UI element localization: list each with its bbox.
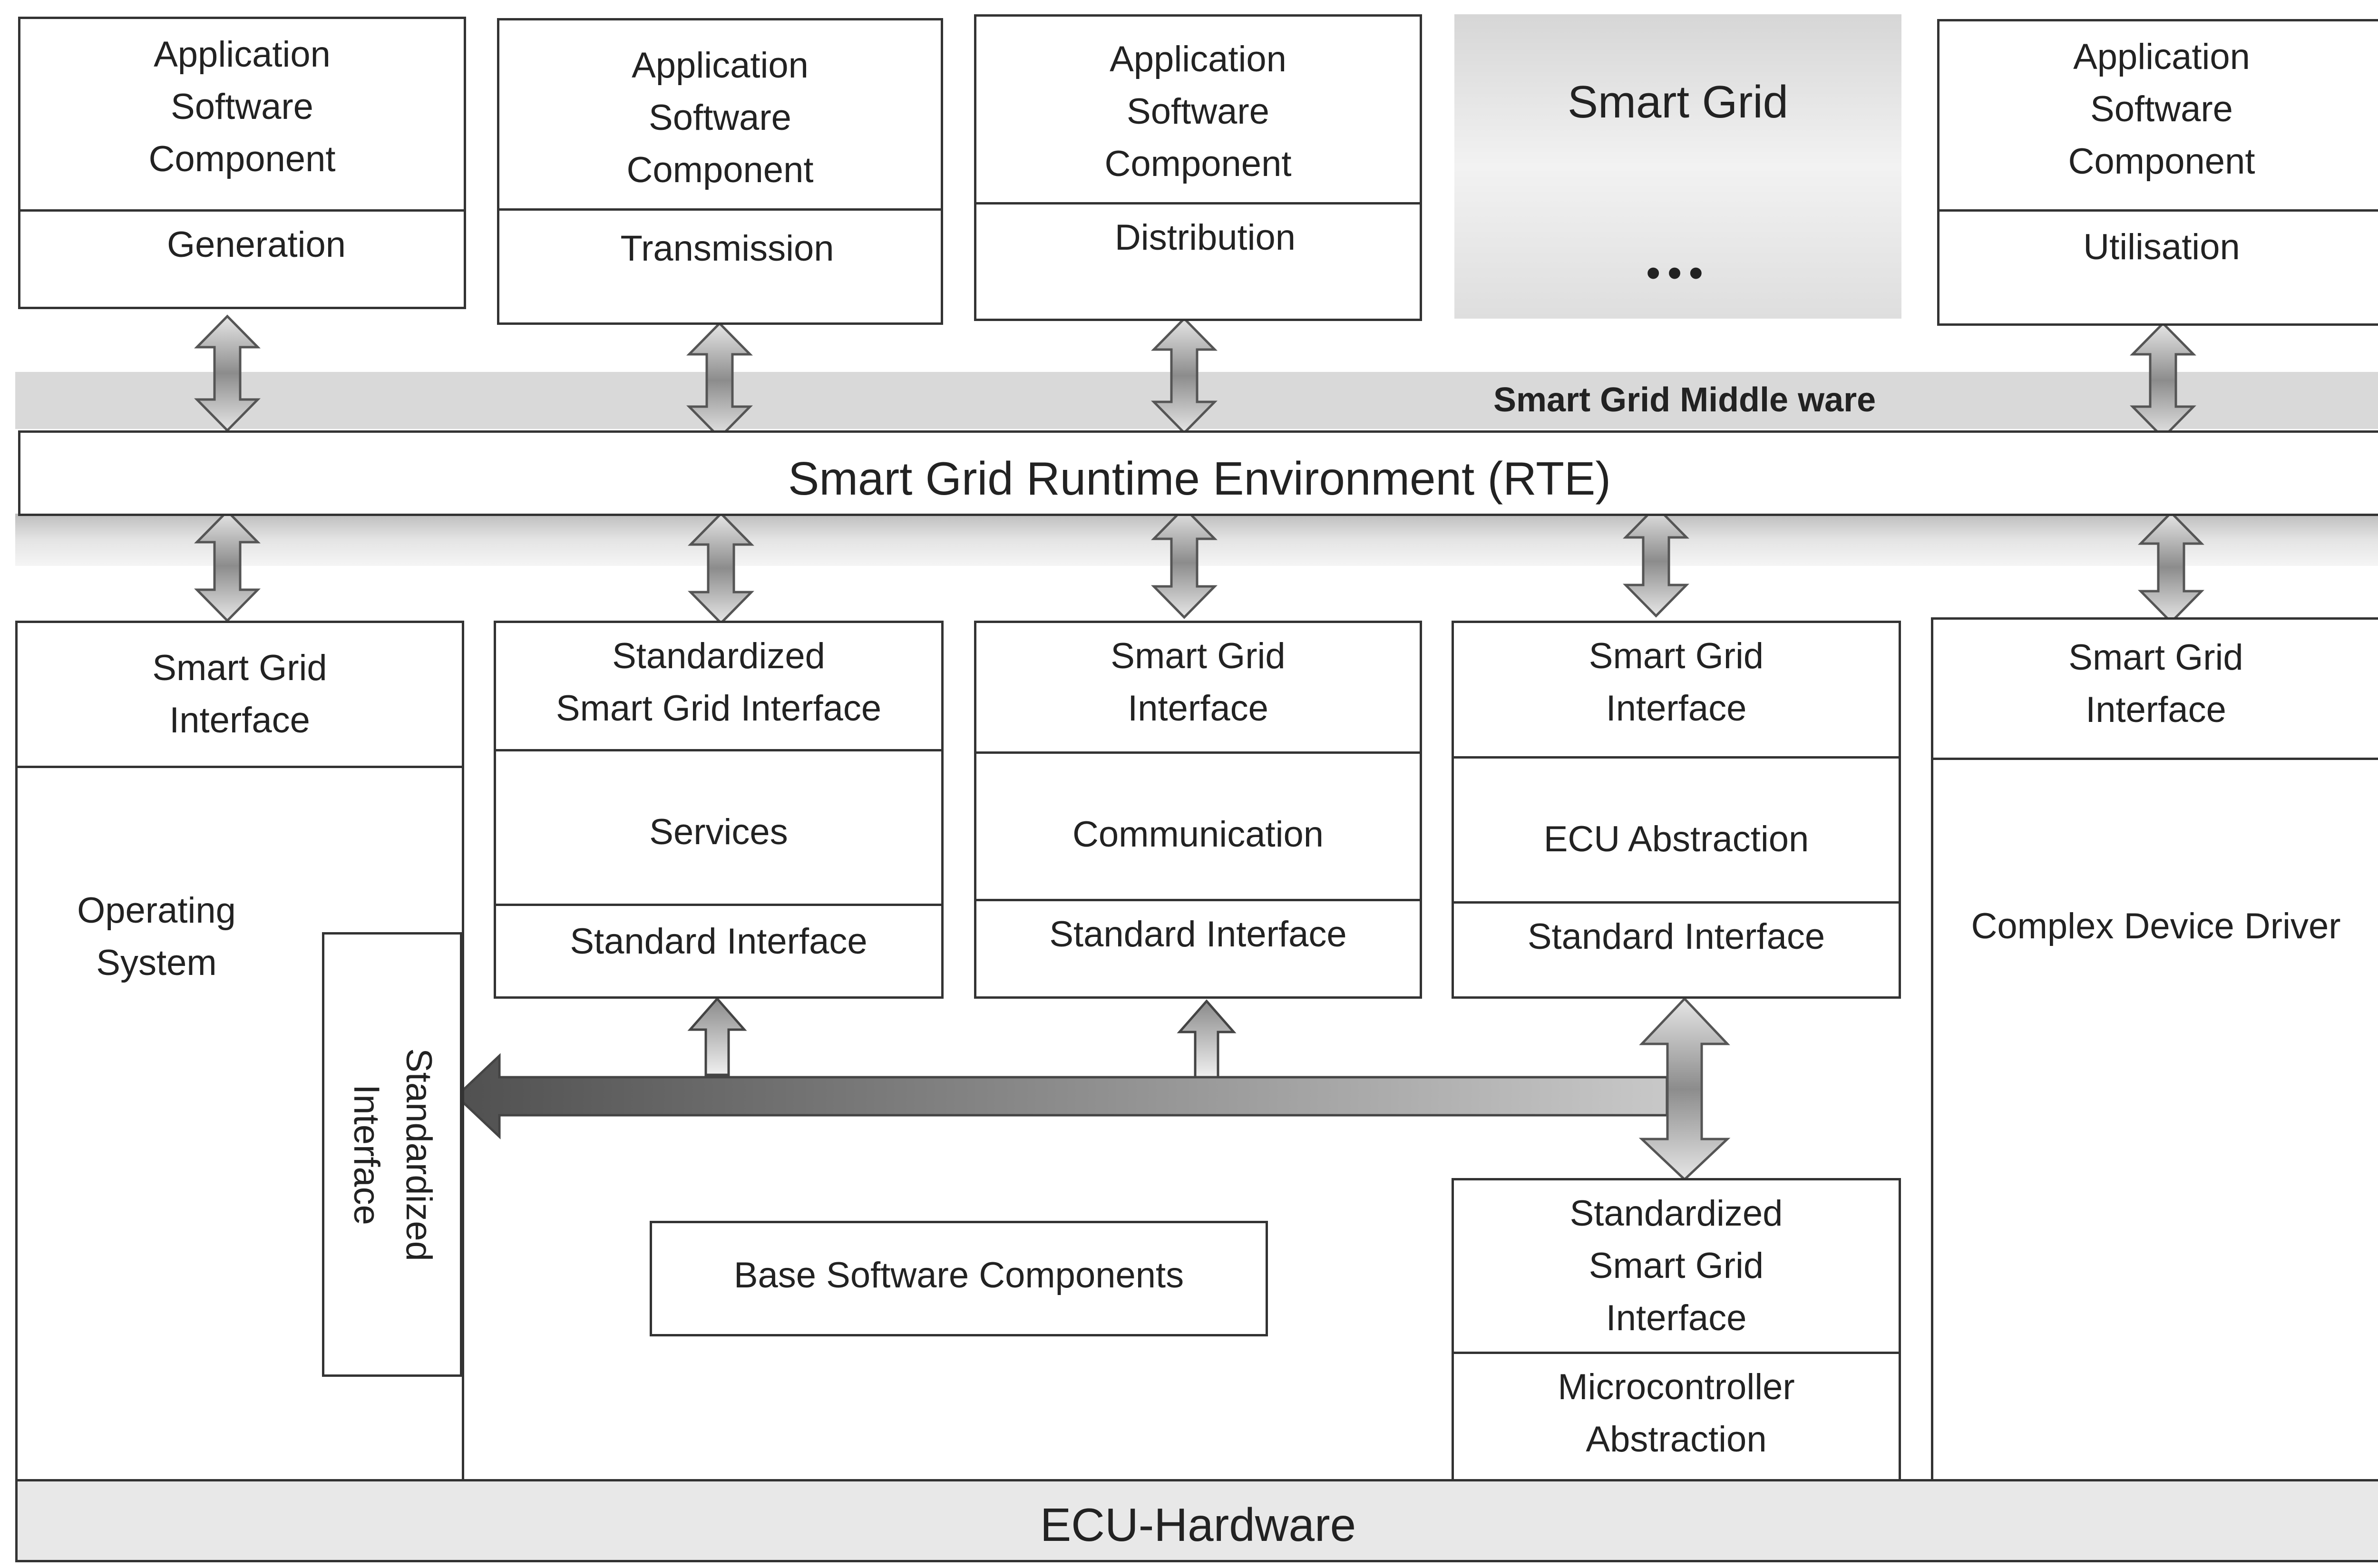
generation-label: Generation xyxy=(166,224,346,265)
services-column: Standardized Smart Grid Interface Servic… xyxy=(494,621,944,999)
smart-grid-title: Smart Grid xyxy=(1567,77,1789,127)
operating-system-label: Operating System xyxy=(77,890,236,984)
utilisation-label: Utilisation xyxy=(2083,227,2240,267)
ecu-abstraction-column: Smart Grid Interface ECU Abstraction Sta… xyxy=(1452,621,1901,999)
base-software-components-label: Base Software Components xyxy=(733,1255,1184,1295)
rte-bar: Smart Grid Runtime Environment (RTE) xyxy=(18,430,2378,516)
communication-label: Communication xyxy=(1072,814,1324,855)
base-software-components-box: Base Software Components xyxy=(650,1221,1268,1336)
smart-grid-interface-label: Smart Grid Interface xyxy=(152,648,327,741)
complex-device-driver-column: Smart Grid Interface Complex Device Driv… xyxy=(1931,617,2378,1481)
rte-label: Smart Grid Runtime Environment (RTE) xyxy=(788,452,1611,505)
standardized-smart-grid-interface-label: Standardized Smart Grid Interface xyxy=(556,636,882,729)
transmission-label: Transmission xyxy=(620,228,834,269)
app-component-title: Application Software Component xyxy=(1104,39,1292,185)
up-arrow-services xyxy=(687,997,747,1076)
standard-interface-label: Standard Interface xyxy=(1527,916,1825,957)
double-arrow-ecu xyxy=(1623,505,1689,618)
standardized-interface-bus-arrow xyxy=(455,1053,1668,1139)
app-component-title: Application Software Component xyxy=(626,45,814,191)
microcontroller-abstraction-label: Microcontroller Abstraction xyxy=(1558,1367,1795,1460)
standardized-interface-label: Standardized Interface xyxy=(346,1048,439,1261)
communication-column: Smart Grid Interface Communication Stand… xyxy=(974,621,1422,999)
distribution-label: Distribution xyxy=(1114,217,1296,258)
standardized-smart-grid-interface-label: Standardized Smart Grid Interface xyxy=(1569,1193,1783,1339)
double-arrow-communication xyxy=(1151,506,1218,619)
smart-grid-box-fill xyxy=(1454,14,1901,319)
standardized-interface-box: Standardized Interface xyxy=(322,932,462,1377)
standard-interface-label: Standard Interface xyxy=(570,921,867,962)
app-component-generation: Application Software Component Generatio… xyxy=(18,17,466,309)
up-arrow-communication xyxy=(1177,999,1237,1079)
smart-grid-interface-label: Smart Grid Interface xyxy=(1589,636,1764,729)
middleware-label: Smart Grid Middle ware xyxy=(1493,381,1876,419)
ecu-hardware-bar: ECU-Hardware xyxy=(15,1479,2378,1562)
smart-grid-interface-label: Smart Grid Interface xyxy=(1111,636,1286,729)
smart-grid-box: Smart Grid ••• xyxy=(1454,14,1901,319)
app-component-transmission: Application Software Component Transmiss… xyxy=(497,18,943,325)
app-component-title: Application Software Component xyxy=(148,34,336,180)
app-component-distribution: Application Software Component Distribut… xyxy=(974,14,1422,321)
smart-grid-ellipsis: ••• xyxy=(1646,249,1710,296)
services-label: Services xyxy=(649,812,788,852)
app-component-title: Application Software Component xyxy=(2068,37,2255,182)
standard-interface-label: Standard Interface xyxy=(1049,914,1347,954)
ecu-hardware-label: ECU-Hardware xyxy=(1040,1499,1356,1551)
ecu-abstraction-label: ECU Abstraction xyxy=(1543,819,1809,859)
smart-grid-interface-label: Smart Grid Interface xyxy=(2068,637,2243,730)
app-component-utilisation: Application Software Component Utilisati… xyxy=(1937,19,2378,326)
microcontroller-abstraction-box: Standardized Smart Grid Interface Microc… xyxy=(1452,1178,1901,1481)
complex-device-driver-label: Complex Device Driver xyxy=(1971,906,2341,946)
